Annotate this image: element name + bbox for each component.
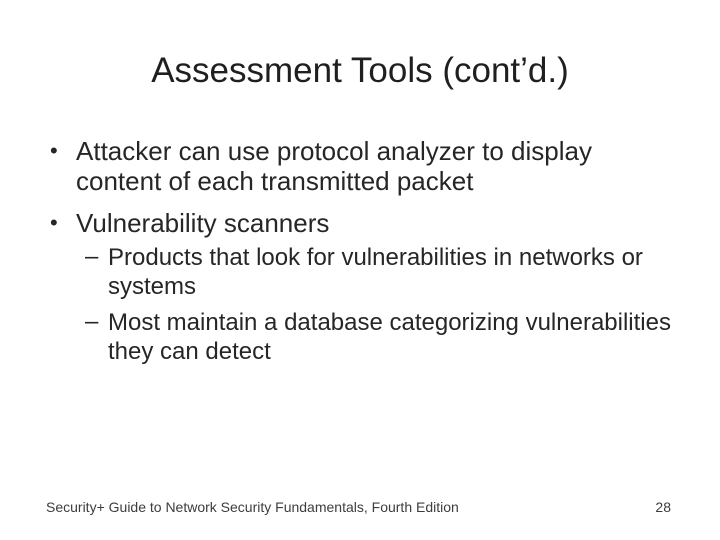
dash-icon: – bbox=[85, 308, 99, 335]
bullet-item: • Attacker can use protocol analyzer to … bbox=[50, 136, 616, 196]
slide-title: Assessment Tools (cont’d.) bbox=[151, 51, 569, 90]
bullet-item: • Vulnerability scanners bbox=[50, 208, 616, 238]
sub-bullet-text: Most maintain a database categorizing vu… bbox=[108, 309, 671, 365]
bullet-text: Vulnerability scanners bbox=[76, 208, 330, 238]
page-number: 28 bbox=[655, 499, 671, 515]
sub-bullet-item: – Most maintain a database categorizing … bbox=[85, 308, 693, 366]
bullet-icon: • bbox=[50, 138, 58, 163]
sub-bullet-text: Products that look for vulnerabilities i… bbox=[108, 244, 643, 300]
sub-bullet-item: – Products that look for vulnerabilities… bbox=[85, 243, 693, 301]
dash-icon: – bbox=[85, 243, 99, 270]
bullet-icon: • bbox=[50, 210, 58, 235]
footer-text: Security+ Guide to Network Security Fund… bbox=[46, 499, 459, 515]
bullet-list: • Attacker can use protocol analyzer to … bbox=[50, 136, 700, 366]
bullet-text: Attacker can use protocol analyzer to di… bbox=[76, 136, 592, 196]
